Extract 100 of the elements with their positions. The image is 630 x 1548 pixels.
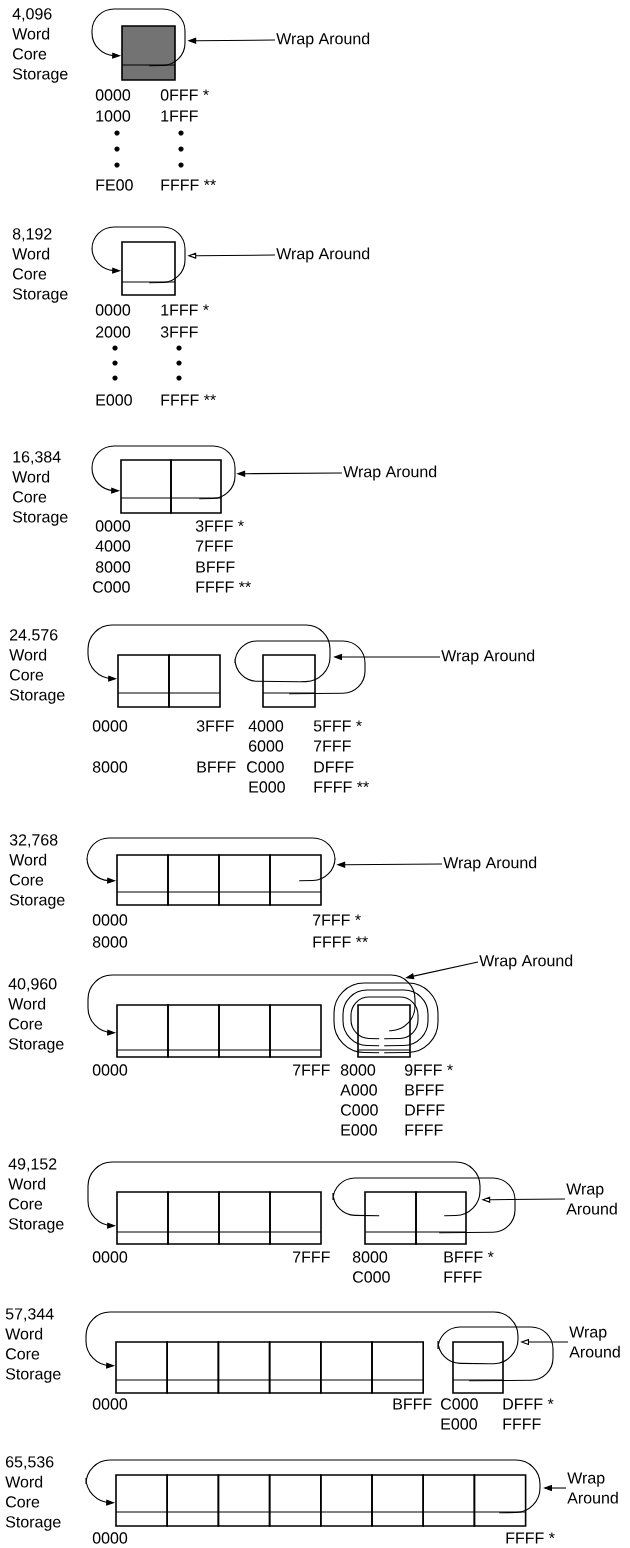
wrap-around-loop: [333, 982, 439, 1054]
memory-box: [320, 1474, 373, 1527]
wrap-around-label: Wrap Around: [569, 1326, 620, 1358]
wrap-around-label: Wrap Around: [276, 32, 370, 48]
address-label: 3FFF: [196, 720, 234, 732]
memory-box: [269, 1191, 322, 1245]
address-label: 8000: [92, 761, 128, 773]
address-label: E000: [341, 1124, 377, 1136]
address-label: 7FFF: [293, 1251, 330, 1263]
address-label: FFFF: [503, 1418, 541, 1430]
address-label: DFFF: [314, 761, 354, 773]
address-label: 0000: [92, 720, 128, 732]
memory-box: [218, 854, 271, 906]
address-label: 4000: [248, 720, 284, 732]
address-label: C000: [441, 1398, 478, 1410]
memory-box: [120, 459, 172, 514]
address-label: C000: [93, 581, 130, 593]
memory-box: [357, 1004, 411, 1058]
address-label: 7FFF: [293, 1064, 330, 1076]
wrap-around-loop: [342, 989, 429, 1047]
memory-box: [269, 854, 322, 906]
address-label: 3FFF: [160, 326, 198, 338]
address-label: E000: [249, 781, 285, 793]
wrap-around-loop: [91, 445, 236, 500]
memory-box: [218, 1191, 271, 1245]
address-label: 0FFF *: [160, 89, 209, 101]
memory-box: [170, 459, 222, 514]
memory-box: [168, 654, 221, 708]
address-label: DFFF: [405, 1104, 445, 1116]
address-label: C000: [353, 1271, 390, 1283]
memory-box: [117, 654, 170, 708]
wrap-around-label: Wrap Around: [441, 649, 535, 665]
memory-box: [167, 854, 220, 906]
memory-box: [167, 1191, 220, 1245]
address-label: BFFF: [393, 1398, 432, 1410]
wrap-around-loop: [350, 996, 419, 1040]
address-label: 2000: [96, 326, 131, 338]
address-label: 0000: [92, 1251, 128, 1263]
address-label: 3FFF *: [195, 520, 244, 532]
address-label: FFFF **: [313, 936, 368, 948]
wrap-around-loop: [332, 1177, 516, 1234]
address-label: 7FFF: [196, 540, 233, 552]
wrap-around-loop: [87, 974, 416, 1036]
storage-label: 40,960 Word Core Storage: [8, 978, 64, 1053]
wrap-around-loop: [87, 1161, 481, 1229]
storage-label: 65,536 Word Core Storage: [5, 1456, 61, 1531]
wrap-around-loop: [91, 8, 186, 67]
address-label: FFFF: [405, 1124, 443, 1136]
memory-box: [364, 1191, 417, 1245]
storage-label: 57,344 Word Core Storage: [5, 1308, 61, 1383]
address-label: FFFF: [444, 1271, 482, 1283]
memory-box: [262, 654, 316, 708]
address-label: FFFF **: [161, 179, 216, 191]
address-label: 8000: [352, 1251, 388, 1263]
address-label: A000: [340, 1084, 377, 1096]
wrap-around-loop: [86, 837, 336, 884]
memory-box: [167, 1004, 220, 1058]
address-label: 0000: [95, 304, 131, 316]
address-label: 0000: [92, 914, 128, 926]
wrap-around-loop: [91, 226, 186, 284]
address-label: 1FFF *: [161, 304, 209, 316]
wrap-around-loop: [437, 1326, 554, 1382]
wrap-around-label: Wrap Around: [443, 856, 537, 872]
memory-box: [116, 1191, 169, 1245]
address-label: 0000: [95, 89, 131, 101]
memory-box: [121, 241, 176, 296]
memory-box: [452, 1341, 504, 1394]
memory-box: [422, 1474, 476, 1527]
address-label: 9FFF *: [404, 1064, 453, 1076]
memory-box: [166, 1474, 220, 1527]
address-label: 7FFF: [314, 740, 351, 752]
address-label: E000: [96, 394, 132, 406]
address-label: BFFF: [405, 1084, 444, 1096]
address-label: FFFF **: [314, 781, 369, 793]
memory-box: [121, 25, 176, 81]
memory-box: [268, 1341, 322, 1394]
address-label: E000: [441, 1418, 477, 1430]
address-label: C000: [247, 761, 284, 773]
address-label: BFFF: [197, 761, 236, 773]
address-label: 6000: [249, 740, 284, 752]
wrap-around-loop: [85, 1311, 519, 1369]
wrap-around-label: Wrap Around: [276, 247, 370, 263]
address-label: 0000: [95, 520, 131, 532]
address-label: BFFF *: [444, 1251, 494, 1263]
memory-box: [473, 1474, 527, 1527]
wrap-around-loop: [234, 640, 366, 695]
address-label: 8000: [340, 1064, 376, 1076]
address-label: C000: [341, 1104, 378, 1116]
memory-box: [269, 1004, 322, 1058]
wrap-around-loop: [87, 624, 331, 683]
memory-box: [217, 1474, 271, 1527]
memory-box: [320, 1341, 373, 1394]
address-label: 8000: [95, 561, 131, 573]
memory-box: [371, 1341, 424, 1394]
memory-box: [415, 1191, 467, 1245]
memory-box: [115, 1341, 168, 1394]
wrap-around-label: Wrap Around: [567, 1472, 618, 1504]
memory-box: [116, 854, 169, 906]
address-label: DFFF *: [503, 1398, 554, 1410]
wrap-around-label: Wrap Around: [566, 1183, 617, 1215]
